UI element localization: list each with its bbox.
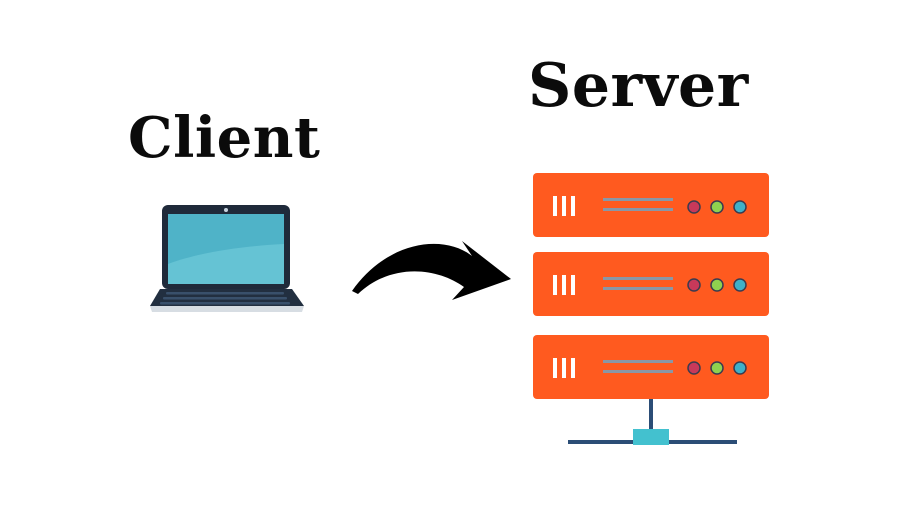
- network-hub: [633, 429, 669, 445]
- laptop-keys: [160, 292, 290, 305]
- server-rack-icon: [533, 173, 769, 399]
- server-unit-3: [533, 335, 769, 399]
- server-unit-2: [533, 252, 769, 316]
- laptop-base: [150, 306, 304, 312]
- network-base-icon: [568, 399, 737, 445]
- laptop-screen-shine: [168, 244, 284, 284]
- network-stem: [649, 399, 653, 429]
- arrow-shape: [352, 241, 511, 300]
- laptop-camera: [224, 208, 228, 212]
- client-label: Client: [128, 105, 321, 171]
- laptop-icon: [150, 205, 304, 312]
- server-label: Server: [528, 51, 749, 121]
- curved-arrow-icon: [352, 241, 511, 300]
- server-unit-1: [533, 173, 769, 237]
